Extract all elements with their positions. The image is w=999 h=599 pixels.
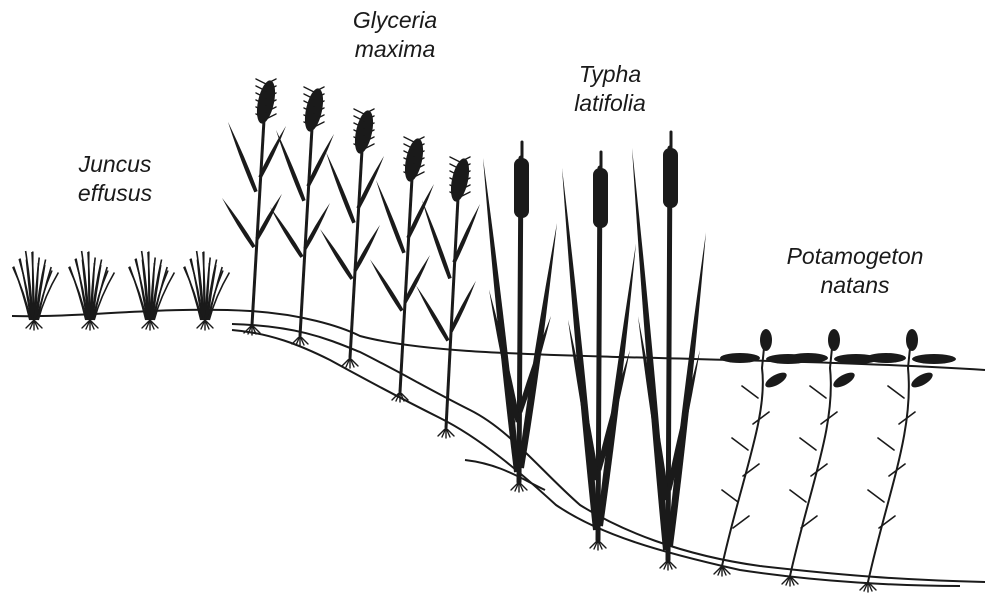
potamogeton-submerged-leaf [878,438,894,450]
typha-latifolia-group [483,132,706,570]
typha-latifolia-plant [483,142,557,492]
potamogeton-submerged-leaf [732,438,748,450]
typha-latifolia-plant [562,152,636,550]
glyceria-stem [400,178,412,392]
typha-seed-head [663,148,678,208]
juncus-label-line2: effusus [60,179,170,208]
ground-and-water-lines [12,310,985,586]
juncus-effusus-plant [184,251,230,330]
potamogeton-flower-spike [760,329,772,351]
potamogeton-leaf [909,370,935,391]
potamogeton-leaf [763,370,789,391]
potamogeton-floating-leaf [788,353,828,363]
juncus-effusus-plant [13,251,59,330]
typha-roots [660,560,676,570]
glyceria-leaf [416,285,450,341]
potamogeton-natans-group [714,329,956,592]
typha-seed-head [514,158,529,218]
glyceria-stem [350,150,362,358]
glyceria-maxima-plant [222,79,286,335]
typha-roots [590,540,606,550]
potamogeton-flower-spike [906,329,918,351]
potamogeton-submerged-leaf [800,438,816,450]
typha-roots [511,482,527,492]
juncus-effusus-label: Juncus effusus [60,150,170,208]
potamogeton-submerged-leaf [733,516,749,528]
juncus-effusus-plant [129,251,175,330]
potamogeton-submerged-leaf [868,490,884,502]
glyceria-leaf [370,259,404,311]
glyceria-stem [252,120,264,325]
typha-latifolia-plant [632,132,706,570]
juncus-label-line1: Juncus [60,150,170,179]
glyceria-label-line2: maxima [330,35,460,64]
potamogeton-natans-label: Potamogeton natans [755,242,955,300]
potamogeton-label-line1: Potamogeton [755,242,955,271]
potamogeton-stem [722,348,764,566]
juncus-roots [26,320,42,330]
potamogeton-submerged-leaf [722,490,738,502]
glyceria-leaf [320,229,354,280]
potamogeton-floating-leaf [912,354,956,364]
glyceria-maxima-group [222,79,480,438]
juncus-roots [82,320,98,330]
potamogeton-submerged-leaf [753,412,769,424]
potamogeton-floating-leaf [866,353,906,363]
potamogeton-label-line2: natans [755,271,955,300]
potamogeton-natans-plant [714,329,810,576]
typha-latifolia-label: Typha latifolia [555,60,665,118]
potamogeton-submerged-leaf [790,490,806,502]
glyceria-leaf [276,130,306,201]
typha-label-line1: Typha [555,60,665,89]
glyceria-maxima-plant [270,87,334,346]
potamogeton-submerged-leaf [879,516,895,528]
glyceria-roots [438,428,454,438]
juncus-roots [142,320,158,330]
typha-leaf [667,350,700,491]
glyceria-leaf [270,207,304,258]
glyceria-stem [446,198,458,428]
potamogeton-submerged-leaf [888,386,904,398]
typha-seed-head [593,168,608,228]
potamogeton-flower-spike [828,329,840,351]
glyceria-stem [300,128,312,336]
typha-leaf [597,350,630,471]
juncus-roots [197,320,213,330]
glyceria-roots [342,358,358,368]
typha-leaf [568,320,599,481]
glyceria-leaf [326,152,356,223]
typha-leaf [597,244,636,527]
juncus-effusus-group [13,251,230,330]
typha-leaf [518,223,557,468]
typha-leaf [638,316,669,500]
typha-leaf [489,289,520,422]
potamogeton-submerged-leaf [742,386,758,398]
potamogeton-submerged-leaf [743,464,759,476]
glyceria-leaf [376,180,406,254]
glyceria-leaf [422,200,452,279]
juncus-effusus-plant [69,251,115,330]
typha-leaf [667,232,706,546]
potamogeton-natans-plant [782,329,878,586]
glyceria-maxima-plant [320,109,384,368]
potamogeton-floating-leaf [720,353,760,363]
potamogeton-leaf [831,370,857,391]
potamogeton-submerged-leaf [810,386,826,398]
potamogeton-stem [790,348,832,576]
glyceria-maxima-label: Glyceria maxima [330,6,460,64]
glyceria-label-line1: Glyceria [330,6,460,35]
glyceria-leaf [228,122,258,192]
glyceria-leaf [222,198,256,248]
typha-label-line2: latifolia [555,89,665,118]
